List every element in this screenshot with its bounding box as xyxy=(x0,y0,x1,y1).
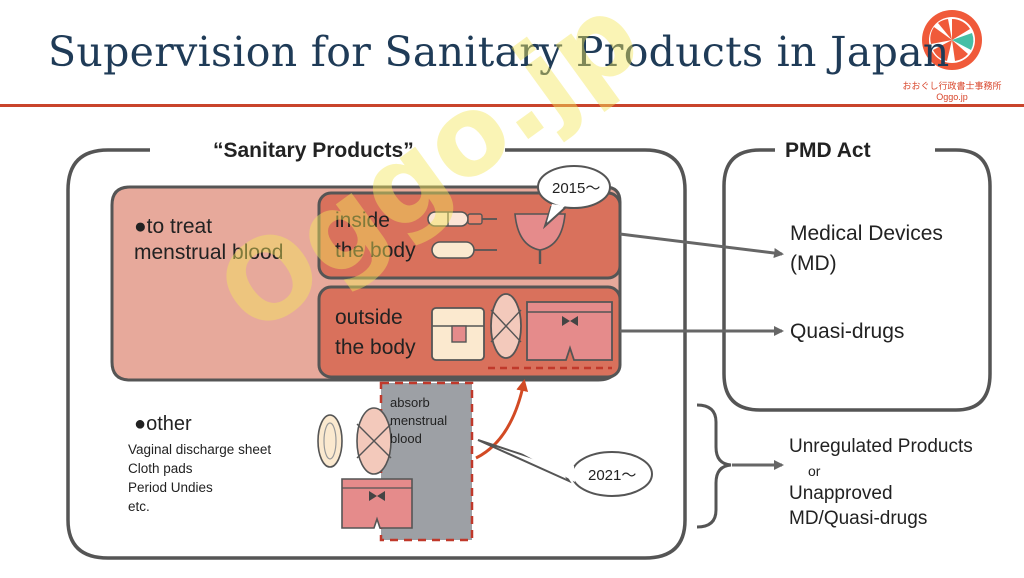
panty-liner-icon xyxy=(490,293,522,359)
treat-label-line2: menstrual blood xyxy=(134,241,284,264)
panty-liner-icon xyxy=(317,414,343,468)
bubble-2021 xyxy=(477,439,653,497)
badge-2021-label: 2021～ xyxy=(588,467,637,484)
other-item: Vaginal discharge sheet xyxy=(128,442,272,457)
logo-orange-icon xyxy=(922,10,982,70)
logo-japanese-name: おおぐし行政書士事務所 xyxy=(902,81,1002,91)
badge-2015-label: 2015～ xyxy=(552,180,601,197)
other-item: etc. xyxy=(128,499,150,514)
logo-text: おおぐし行政書士事務所 Oggo.jp xyxy=(900,81,1004,103)
absorb-label-line1: absorb xyxy=(390,395,430,410)
cloth-pad-icon xyxy=(356,407,392,475)
sanitary-products-label: “Sanitary Products” xyxy=(213,139,414,162)
other-item: Cloth pads xyxy=(128,461,193,476)
medical-devices-line2: (MD) xyxy=(790,252,837,275)
treat-label-line1: ●to treat xyxy=(134,215,213,238)
unregulated-line2: or xyxy=(808,463,821,479)
other-item: Period Undies xyxy=(128,480,213,495)
absorb-label-line3: blood xyxy=(390,431,422,446)
page-title: Supervision for Sanitary Products in Jap… xyxy=(48,28,950,76)
inside-label-line2: the body xyxy=(335,239,416,262)
arrow-2021-up xyxy=(475,379,529,460)
pmd-act-label: PMD Act xyxy=(785,139,871,162)
arrow-to-medical-devices xyxy=(619,232,784,258)
pmd-act-frame xyxy=(722,148,992,412)
sanitary-products-frame xyxy=(66,148,687,560)
sanitary-napkin-icon xyxy=(431,307,485,361)
unregulated-line3: Unapproved xyxy=(789,483,893,504)
quasi-drugs-label: Quasi-drugs xyxy=(790,320,905,343)
title-underline xyxy=(0,104,1024,107)
other-heading: ●other xyxy=(134,413,192,435)
menstrual-cup-icon xyxy=(514,213,566,264)
medical-devices-line1: Medical Devices xyxy=(790,222,943,245)
outside-label-line1: outside xyxy=(335,306,403,329)
pad-icon xyxy=(431,241,497,259)
absorb-label-line2: menstrual xyxy=(390,413,448,428)
bubble-2015 xyxy=(537,165,611,230)
outside-label-line2: the body xyxy=(335,336,416,359)
period-panties-icon xyxy=(526,301,613,361)
curly-brace xyxy=(696,403,732,529)
inside-label-line1: inside xyxy=(335,209,390,232)
tampon-icon xyxy=(427,211,497,227)
logo-domain: Oggo.jp xyxy=(936,92,968,102)
unregulated-line4: MD/Quasi-drugs xyxy=(789,508,928,529)
unregulated-line1: Unregulated Products xyxy=(789,436,973,457)
period-panties-icon xyxy=(341,478,413,529)
